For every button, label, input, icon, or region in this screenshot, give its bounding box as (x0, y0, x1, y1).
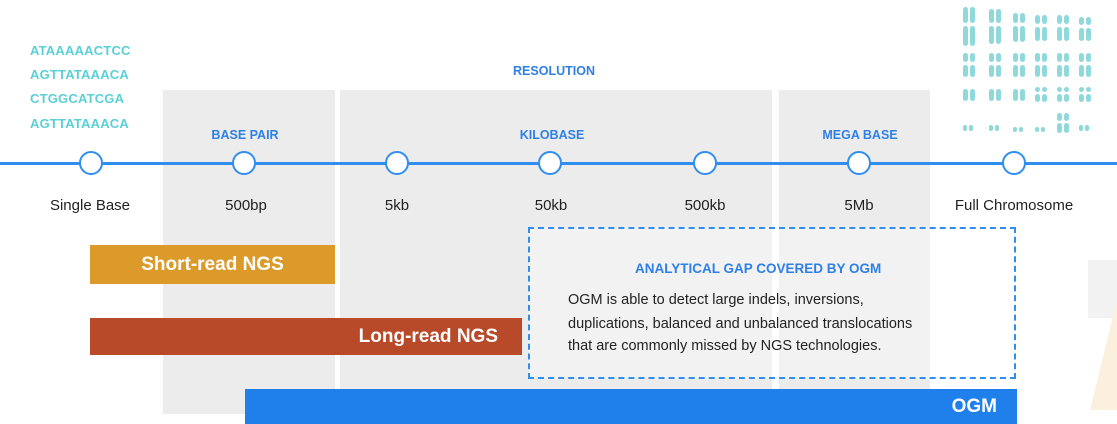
dna-sequence-2: AGTTATAAACA (30, 67, 129, 82)
tick-single-base: Single Base (49, 197, 131, 214)
gap-description-line-1: OGM is able to detect large indels, inve… (568, 292, 864, 308)
tick-500bp: 500bp (225, 197, 267, 214)
analytical-gap-title: ANALYTICAL GAP COVERED BY OGM (635, 261, 882, 276)
decorative-shape (1090, 300, 1117, 410)
mega-base-band (779, 90, 930, 414)
gap-description-line-2: duplications, balanced and unbalanced tr… (568, 316, 913, 332)
kilobase-label: KILOBASE (519, 128, 585, 142)
dna-sequence-3: CTGGCATCGA (30, 91, 125, 106)
tick-5kb: 5kb (384, 197, 410, 214)
decorative-block (1088, 260, 1117, 318)
tick-500kb: 500kb (684, 197, 726, 214)
short-read-ngs-bar: Short-read NGS (90, 245, 335, 284)
tick-50kb: 50kb (534, 197, 568, 214)
resolution-label: RESOLUTION (513, 64, 595, 78)
dna-sequence-4: AGTTATAAACA (30, 116, 129, 131)
gap-description-line-3: that are commonly missed by NGS technolo… (568, 338, 882, 354)
axis-node-single-base (79, 151, 103, 175)
axis-node-500bp (232, 151, 256, 175)
ogm-bar: OGM (245, 389, 1017, 424)
base-pair-label: BASE PAIR (211, 128, 279, 142)
axis-node-5mb (847, 151, 871, 175)
kilobase-band (340, 90, 772, 414)
mega-base-label: MEGA BASE (822, 128, 898, 142)
long-read-ngs-bar: Long-read NGS (90, 318, 522, 355)
dna-sequence-1: ATAAAAACTCC (30, 43, 131, 58)
axis-node-50kb (538, 151, 562, 175)
analytical-gap-callout: ANALYTICAL GAP COVERED BY OGM OGM is abl… (528, 227, 1016, 379)
chromosome-karyotype-icon (963, 7, 1091, 133)
axis-node-5kb (385, 151, 409, 175)
axis-node-500kb (693, 151, 717, 175)
tick-5mb: 5Mb (844, 197, 874, 214)
tick-full-chromosome: Full Chromosome (954, 197, 1074, 214)
axis-node-full-chromosome (1002, 151, 1026, 175)
